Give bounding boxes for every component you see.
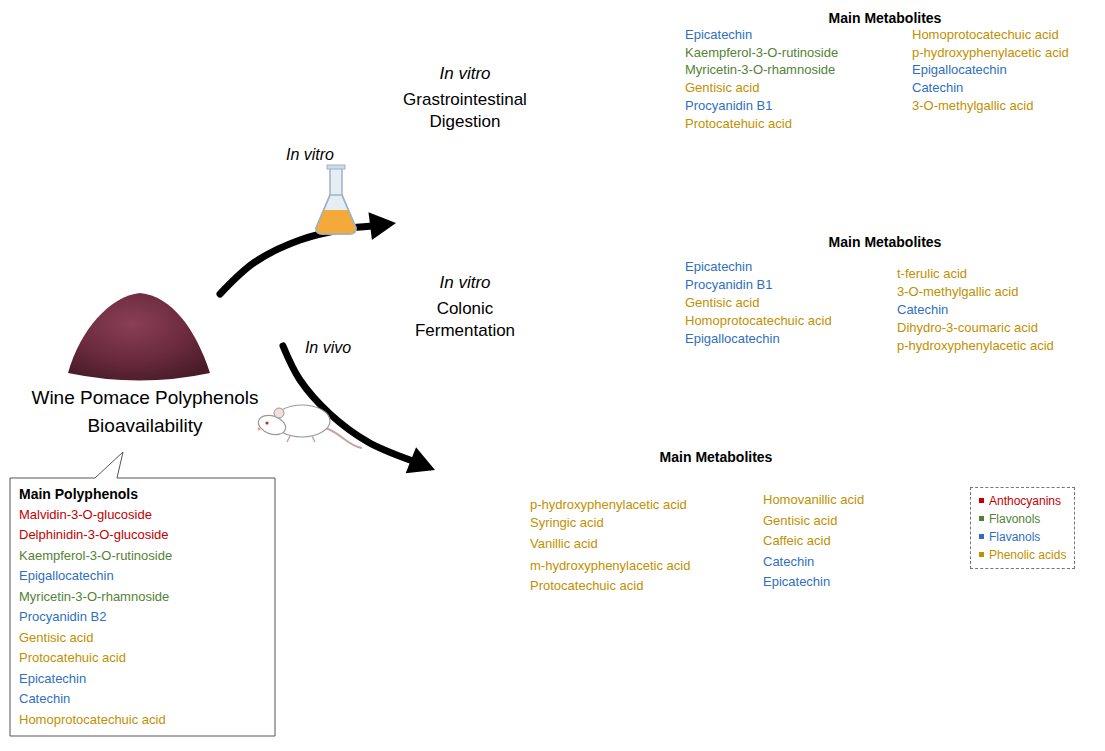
polyphenol-name: Catechin [19, 689, 266, 710]
legend-text: Phenolic acids [989, 548, 1066, 562]
polyphenol-name: Homoprotocatechuic acid [19, 710, 266, 731]
polyphenol-name: Myricetin-3-O-rhamnoside [19, 587, 266, 608]
metabolite-name: Gentisic acid [685, 80, 759, 96]
metabolite-name: Homoprotocatechuic acid [912, 27, 1059, 43]
callout-box: Main PolyphenolsMalvidin-3-O-glucosideDe… [10, 478, 275, 736]
polyphenol-name: Malvidin-3-O-glucoside [19, 505, 266, 526]
metabolite-name: Syringic acid [530, 515, 604, 531]
metabolite-name: Dihydro-3-coumaric acid [897, 320, 1038, 336]
process-arrow [220, 226, 372, 294]
metabolite-name: Homovanillic acid [763, 492, 864, 508]
metabolite-name: Epigallocatechin [912, 62, 1007, 78]
metabolite-name: Protocatehuic acid [685, 116, 792, 132]
metabolite-name: t-ferulic acid [897, 266, 967, 282]
section-heading: Main Metabolites [829, 234, 942, 250]
arrow-head [368, 212, 396, 240]
polyphenol-name: Procyanidin B2 [19, 607, 266, 628]
callout-heading: Main Polyphenols [19, 484, 266, 505]
legend-entry: Flavanols [979, 528, 1066, 546]
metabolite-name: p-hydroxyphenylacetic acid [897, 338, 1054, 354]
polyphenol-name: Gentisic acid [19, 628, 266, 649]
metabolite-name: Procyanidin B1 [685, 98, 772, 114]
legend-entry: Flavonols [979, 510, 1066, 528]
legend-text: Flavonols [989, 512, 1040, 526]
metabolite-name: Protocatechuic acid [530, 578, 643, 594]
metabolite-name: Homoprotocatechuic acid [685, 313, 832, 329]
stage-label: Colonic Fermentation [395, 298, 535, 342]
metabolite-name: p-hydroxyphenylacetic acid [530, 497, 687, 513]
polyphenol-name: Kaempferol-3-O-rutinoside [19, 546, 266, 567]
metabolite-name: Epicatechin [763, 574, 830, 590]
stage-label: Grastrointestinal Digestion [395, 89, 535, 133]
legend-entry: Phenolic acids [979, 546, 1066, 564]
legend-text: Anthocyanins [989, 494, 1061, 508]
stage-label: In vitro [439, 66, 490, 82]
powder-image [68, 293, 210, 381]
metabolite-name: Vanillic acid [530, 536, 598, 552]
callout-outline [10, 452, 275, 736]
arrow-label: In vivo [305, 340, 351, 356]
metabolite-name: Gentisic acid [685, 295, 759, 311]
title-label: Wine Pomace Polyphenols Bioavailability [0, 384, 290, 440]
metabolite-name: Catechin [897, 302, 948, 318]
legend-swatch [979, 534, 984, 539]
metabolite-name: Catechin [912, 80, 963, 96]
metabolite-name: Gentisic acid [763, 513, 837, 529]
metabolite-name: Epigallocatechin [685, 331, 780, 347]
legend-box: AnthocyaninsFlavonolsFlavanolsPhenolic a… [970, 487, 1075, 569]
stage-label: In vitro [439, 275, 490, 291]
metabolite-name: 3-O-methylgallic acid [912, 98, 1033, 114]
metabolite-name: m-hydroxyphenylacetic acid [530, 558, 690, 574]
polyphenol-name: Protocatehuic acid [19, 648, 266, 669]
legend-entry: Anthocyanins [979, 492, 1066, 510]
section-heading: Main Metabolites [660, 449, 773, 465]
metabolite-name: Epicatechin [685, 27, 752, 43]
metabolite-name: Epicatechin [685, 259, 752, 275]
section-heading: Main Metabolites [829, 10, 942, 26]
rat-icon [256, 405, 362, 448]
metabolite-name: Caffeic acid [763, 533, 831, 549]
arrow-layer [220, 212, 435, 473]
callout-outline [10, 452, 275, 736]
flask-icon [316, 165, 356, 234]
polyphenol-name: Delphinidin-3-O-glucoside [19, 525, 266, 546]
polyphenol-name: Epigallocatechin [19, 566, 266, 587]
metabolite-name: p-hydroxyphenylacetic acid [912, 45, 1069, 61]
polyphenol-name: Epicatechin [19, 669, 266, 690]
legend-text: Flavanols [989, 530, 1040, 544]
metabolite-name: Procyanidin B1 [685, 277, 772, 293]
metabolite-name: Kaempferol-3-O-rutinoside [685, 45, 838, 61]
legend-swatch [979, 516, 984, 521]
process-arrow [283, 346, 410, 460]
legend-swatch [979, 498, 984, 503]
arrow-head [406, 447, 435, 473]
metabolite-name: Myricetin-3-O-rhamnoside [685, 62, 835, 78]
metabolite-name: Catechin [763, 554, 814, 570]
legend-swatch [979, 552, 984, 557]
arrow-label: In vitro [286, 147, 334, 163]
metabolite-name: 3-O-methylgallic acid [897, 284, 1018, 300]
